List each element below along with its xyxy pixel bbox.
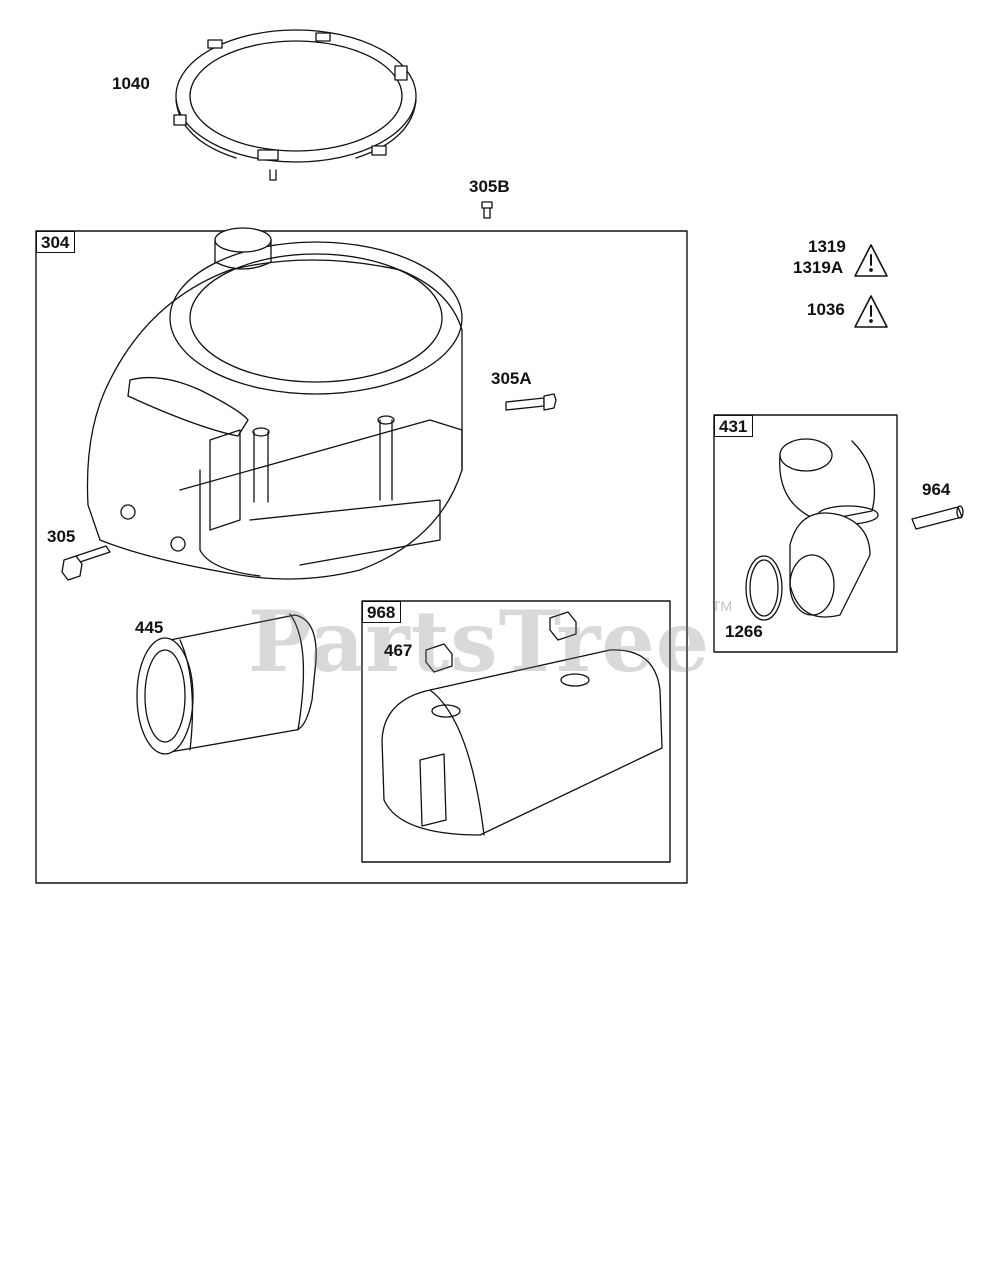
intake-elbow-part-431[interactable]: [779, 438, 879, 618]
watermark: PartsTree: [248, 592, 711, 691]
screw-part-305B[interactable]: [481, 201, 493, 219]
blower-housing-part-304[interactable]: [86, 227, 463, 580]
box-968: [361, 600, 671, 863]
bolt-part-305A[interactable]: [505, 393, 557, 411]
bolt-part-305[interactable]: [61, 545, 111, 581]
tube-part-964[interactable]: [911, 505, 964, 530]
box-304: [35, 230, 688, 884]
trademark-mark: TM: [712, 598, 733, 614]
label-305A[interactable]: 305A: [491, 369, 532, 388]
ring-part-1040[interactable]: [173, 29, 417, 181]
label-305[interactable]: 305: [47, 527, 76, 546]
cover-part-968[interactable]: [381, 649, 663, 836]
air-filter-part-445[interactable]: [136, 613, 317, 755]
label-445[interactable]: 445: [135, 618, 164, 637]
box-431: [713, 414, 898, 653]
label-1319[interactable]: 1319: [808, 237, 846, 256]
warning-triangle-icon: [854, 244, 888, 277]
label-1266[interactable]: 1266: [725, 622, 763, 641]
label-964[interactable]: 964: [922, 480, 951, 499]
label-1319A[interactable]: 1319A: [793, 258, 844, 277]
label-1040[interactable]: 1040: [112, 74, 150, 93]
label-305B[interactable]: 305B: [469, 177, 510, 196]
o-ring-part-1266[interactable]: [745, 555, 783, 621]
knob-part-467[interactable]: [425, 611, 577, 673]
label-304[interactable]: 304: [36, 231, 76, 253]
label-968[interactable]: 968: [362, 601, 402, 623]
label-1036[interactable]: 1036: [807, 300, 845, 319]
label-467[interactable]: 467: [384, 641, 413, 660]
label-431[interactable]: 431: [714, 415, 754, 437]
warning-triangle-icon: [854, 295, 888, 328]
